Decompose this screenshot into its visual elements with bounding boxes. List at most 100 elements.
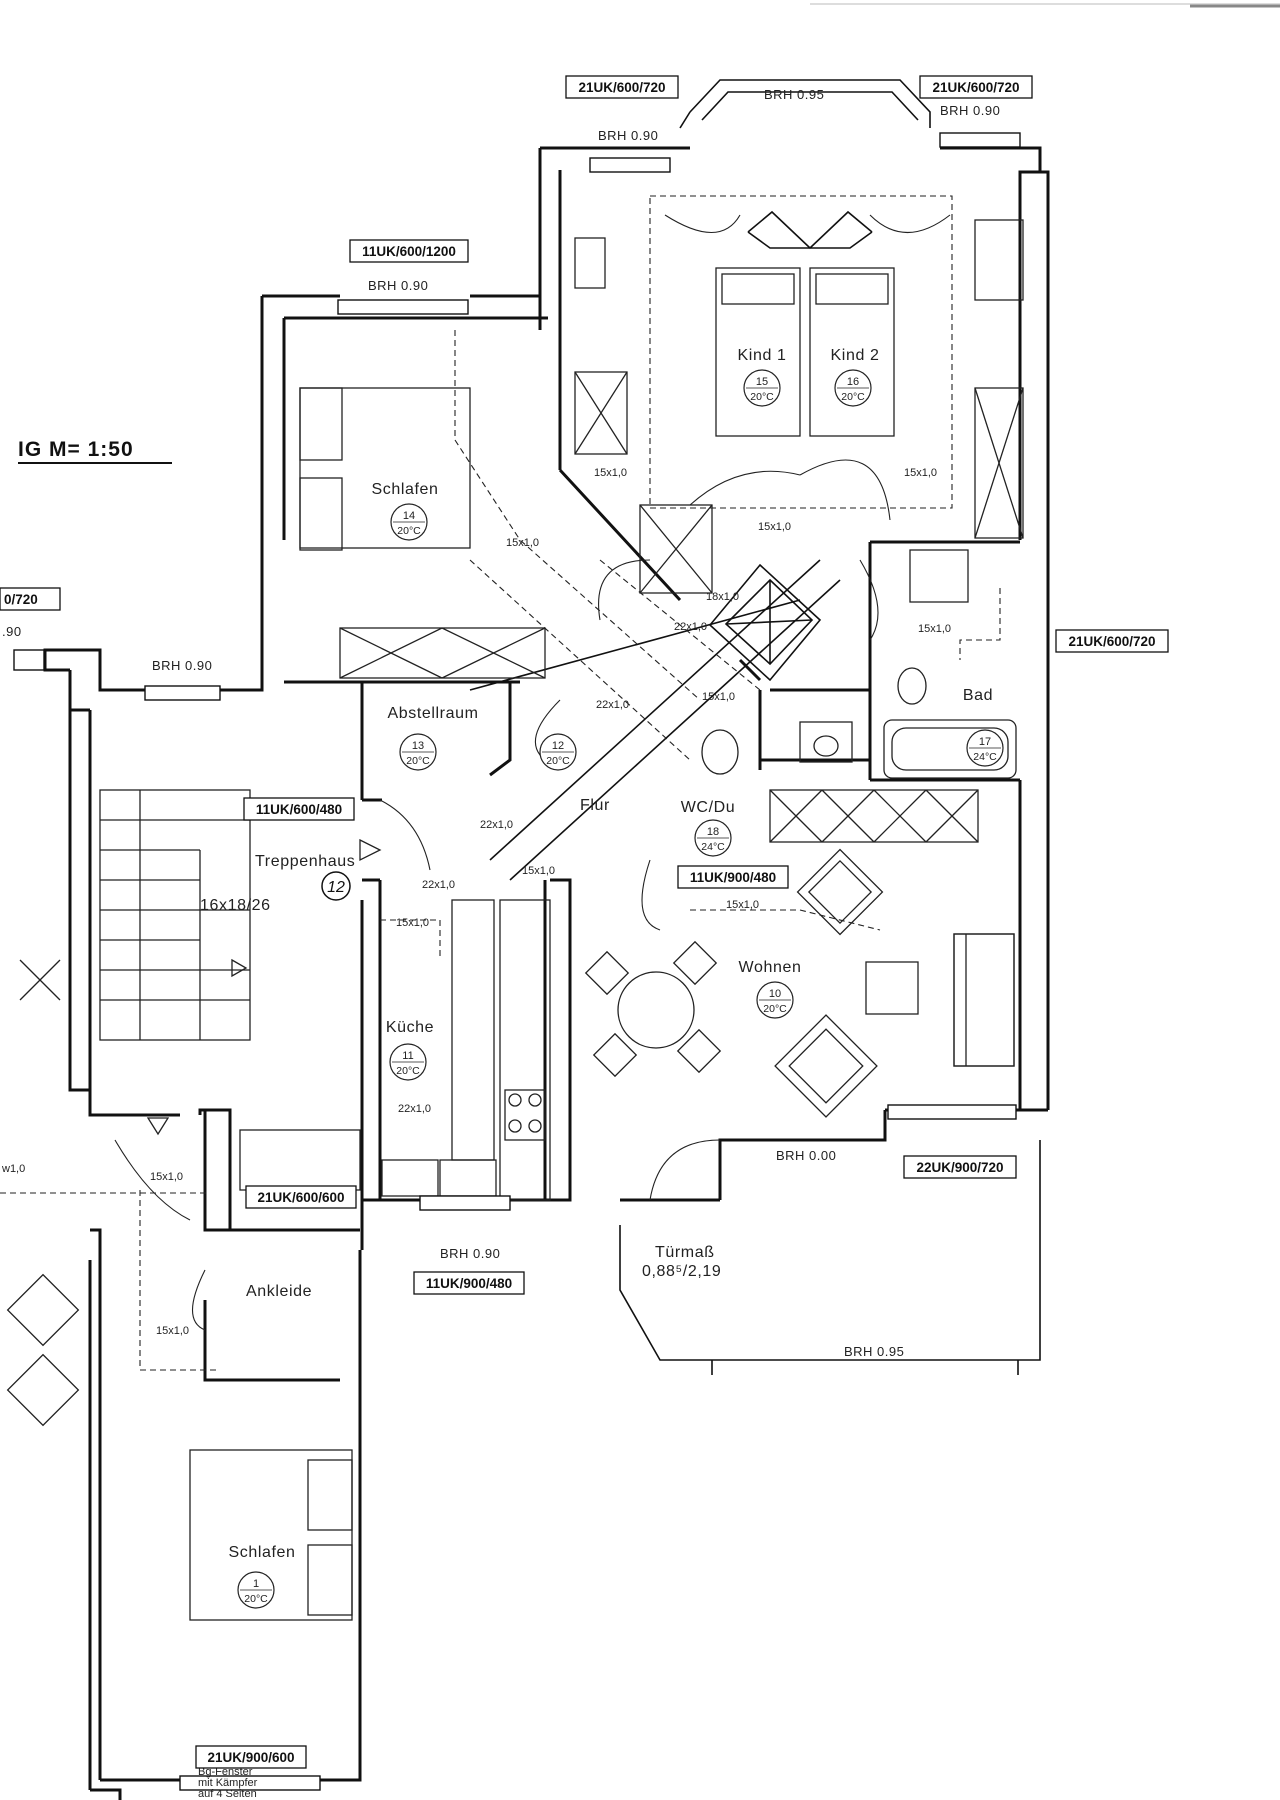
- sill-height: BRH 0.90: [440, 1246, 500, 1261]
- shower-line-b: [725, 619, 813, 625]
- wardrobe-corridor: [639, 504, 713, 594]
- bay-outline: [679, 79, 931, 129]
- door-swing-corr: [598, 559, 651, 621]
- ww-x8: [925, 789, 979, 843]
- sill-height: BRH 0.90: [368, 278, 428, 293]
- door-opening: 15x1,0: [396, 917, 429, 929]
- window-type-box: [919, 75, 1033, 99]
- door-swing-ankleide: [192, 1269, 206, 1331]
- window-kind-2: [939, 132, 1021, 148]
- stove: [504, 1089, 546, 1141]
- window-wohnen: [887, 1104, 1017, 1120]
- door-swing-stair: [114, 1139, 191, 1221]
- room-number: 17: [979, 736, 991, 748]
- room-temp: 20°C: [841, 391, 865, 403]
- balcony-posts: [711, 1360, 1019, 1375]
- door-opening: 22x1,0: [674, 621, 707, 633]
- wardrobe-14-x2: [339, 627, 443, 679]
- wall-treppenhaus: [43, 648, 364, 1250]
- door-opening: 22x1,0: [398, 1103, 431, 1115]
- window-kind-1: [589, 157, 671, 173]
- door-opening: 15x1,0: [156, 1325, 189, 1337]
- wardrobe-kind-right: [974, 387, 1024, 539]
- door-opening: 15x1,0: [150, 1171, 183, 1183]
- label-stair-dims: 16x18/26: [200, 897, 271, 914]
- window-left: [13, 649, 45, 671]
- pillow-1a: [307, 1459, 353, 1531]
- chair-4: [676, 1028, 722, 1074]
- closet-ankleide: [239, 1129, 361, 1191]
- ww-x4: [821, 789, 875, 843]
- scale-label: IG M= 1:50: [18, 438, 134, 461]
- dashed-run-5: [959, 588, 1001, 660]
- fridge: [381, 1159, 439, 1197]
- door-opening: 22x1,0: [596, 699, 629, 711]
- room-kind-1: Kind 1 15 20°C: [738, 347, 786, 407]
- wardrobe-kind-left: [574, 371, 628, 455]
- window-type-box: [413, 1271, 525, 1295]
- room-name: Schlafen: [371, 481, 438, 498]
- label-window-note-3: auf 4 Seiten: [198, 1788, 257, 1800]
- label-tuermass: Türmaß: [655, 1244, 715, 1261]
- stair-run: [99, 789, 251, 1041]
- sill-height: BRH 0.00: [776, 1148, 836, 1163]
- left-chair-2: [6, 1353, 80, 1427]
- room-name: Bad: [963, 687, 993, 704]
- chair-2: [672, 940, 718, 986]
- bathtub: [883, 719, 1017, 779]
- room-number: 13: [412, 740, 424, 752]
- left-chair: [6, 1273, 80, 1347]
- nightstand-14a: [299, 387, 343, 461]
- window-type-box: [903, 1155, 1017, 1179]
- door-opening: 15x1,0: [918, 623, 951, 635]
- bay-inner: [701, 91, 919, 121]
- desk-kind-2: [974, 219, 1024, 301]
- wardrobe-schlafen-14: [339, 627, 546, 679]
- window-type-text: 0/720: [4, 592, 38, 607]
- sill-height: .90: [2, 624, 22, 639]
- diagonal-hall: [469, 559, 841, 881]
- room-12: 12 20°C: [539, 733, 577, 771]
- hall-diag-1: [469, 599, 801, 691]
- door-swing-bad: [859, 559, 879, 641]
- door-swing-wohnen: [641, 859, 661, 931]
- window-type-text: 11UK/600/480: [256, 802, 342, 817]
- sill-height: BRH 0.95: [764, 87, 824, 102]
- room-wc-du: WC/Du 18 24°C: [681, 799, 736, 857]
- pillow-1b: [307, 1544, 353, 1616]
- window-type-box: [565, 75, 679, 99]
- wardrobe-c-x2: [639, 504, 713, 594]
- toilet-wc-tank: [799, 721, 853, 763]
- door-swing-kind: [689, 470, 801, 506]
- window-type-text: 21UK/600/720: [932, 80, 1019, 95]
- dashed-run-4: [380, 919, 441, 960]
- stair-arrow-icon: [231, 958, 248, 978]
- wardrobe-wohnen: [769, 789, 979, 843]
- armchair-bottom: [774, 1014, 878, 1118]
- window-type-box: [349, 239, 469, 263]
- washbasin-wc: [701, 729, 739, 775]
- bed-kind-2: [809, 267, 895, 437]
- label-treppenhaus: Treppenhaus: [255, 853, 355, 870]
- dashed-run-6: [690, 909, 881, 931]
- room-name: WC/Du: [681, 799, 736, 816]
- hall-diag-dashed-2: [599, 559, 761, 691]
- chair-3: [592, 1032, 638, 1078]
- bed-kind-1: [715, 267, 801, 437]
- room-name: Schlafen: [228, 1544, 295, 1561]
- window-type-text: 22UK/900/720: [916, 1160, 1003, 1175]
- room-temp: 24°C: [973, 751, 997, 763]
- shower-tray: [708, 563, 822, 682]
- room-number: 16: [847, 376, 859, 388]
- wall-ankleide: [88, 1228, 362, 1800]
- dashed-run-3: [139, 1190, 220, 1371]
- window-type-text: 21UK/600/720: [1068, 634, 1155, 649]
- armchair-bottom-inner: [788, 1028, 864, 1104]
- dashed-run-1: [454, 330, 701, 701]
- desk-kind-1: [574, 237, 606, 289]
- room-schlafen-14: Schlafen 14 20°C: [371, 481, 438, 541]
- sink: [439, 1159, 497, 1197]
- door-opening: 15x1,0: [506, 537, 539, 549]
- door-opening: 15x1,0: [758, 521, 791, 533]
- room-name: Küche: [386, 1019, 434, 1036]
